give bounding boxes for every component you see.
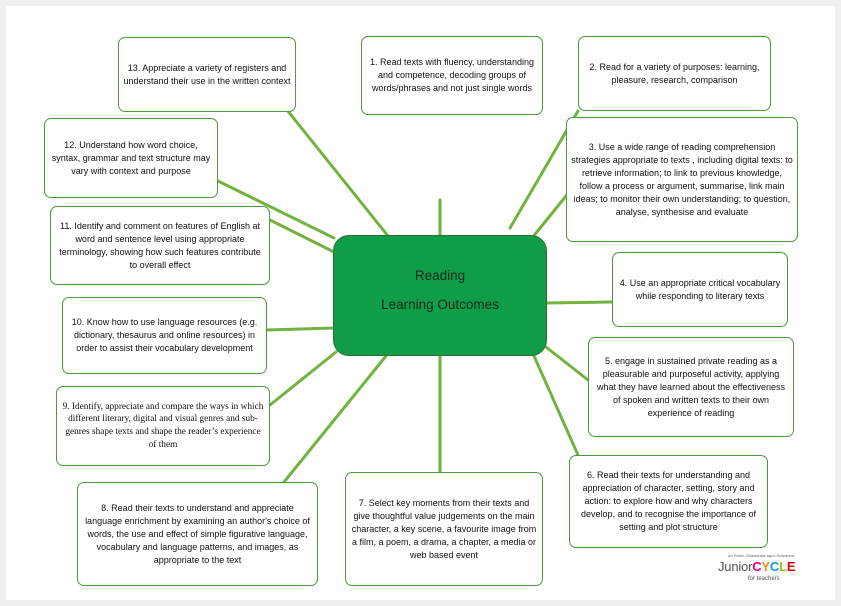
outcome-9-text: 9. Identify, appreciate and compare the … <box>62 401 264 450</box>
connector-13 <box>273 93 390 238</box>
outcome-6-text: 6. Read their texts for understanding an… <box>580 470 757 532</box>
connector-6 <box>532 354 580 457</box>
outcome-1-text: 1. Read texts with fluency, understandin… <box>370 57 534 93</box>
logo-letter-y: Y <box>761 559 770 574</box>
outcome-3-text: 3. Use a wide range of reading comprehen… <box>571 141 793 217</box>
connector-5 <box>544 345 590 382</box>
outcome-2-box: 2. Read for a variety of purposes: learn… <box>578 36 771 111</box>
outcome-7-text: 7. Select key moments from their texts a… <box>351 497 537 560</box>
outcome-9-box: 9. Identify, appreciate and compare the … <box>56 386 270 466</box>
outcome-3-box: 3. Use a wide range of reading comprehen… <box>566 117 798 242</box>
connector-9 <box>268 350 338 407</box>
connector-11 <box>268 218 336 254</box>
logo-word-junior: Junior <box>718 559 753 574</box>
outcome-2-text: 2. Read for a variety of purposes: learn… <box>589 61 760 85</box>
logo-letter-c2: C <box>769 559 780 574</box>
center-title: Reading <box>414 268 466 283</box>
logo-letter-e: E <box>786 559 796 574</box>
outcome-12-text: 12. Understand how word choice, syntax, … <box>51 139 211 176</box>
outcome-10-text: 10. Know how to use language resources (… <box>71 317 258 353</box>
outcome-7-box: 7. Select key moments from their texts a… <box>345 472 543 586</box>
connector-12 <box>216 179 336 240</box>
logo-tagline: An Roinn Oideachais agus Scileanna <box>727 553 794 558</box>
outcome-4-text: 4. Use an appropriate critical vocabular… <box>619 277 781 301</box>
center-subtitle: Learning Outcomes <box>381 297 499 312</box>
outcome-13-box: 13. Appreciate a variety of registers an… <box>118 37 296 112</box>
outcome-12-box: 12. Understand how word choice, syntax, … <box>44 118 218 198</box>
logo-letter-l: L <box>779 559 787 574</box>
outcome-4-box: 4. Use an appropriate critical vocabular… <box>612 252 788 327</box>
logo-letter-c: C <box>752 559 762 574</box>
outcome-10-box: 10. Know how to use language resources (… <box>62 297 267 374</box>
outcome-13-text: 13. Appreciate a variety of registers an… <box>123 62 291 86</box>
junior-cycle-logo: An Roinn Oideachais agus Scileanna Junio… <box>718 553 796 589</box>
connector-8 <box>282 354 388 484</box>
outcome-11-box: 11. Identify and comment on features of … <box>50 206 270 285</box>
outcome-6-box: 6. Read their texts for understanding an… <box>569 455 768 548</box>
center-node: Reading Learning Outcomes <box>333 235 547 356</box>
outcome-5-box: 5. engage in sustained private reading a… <box>588 337 794 437</box>
connector-4 <box>544 300 614 305</box>
connector-10 <box>265 326 336 332</box>
outcome-8-box: 8. Read their texts to understand and ap… <box>77 482 318 586</box>
logo-wordmark: JuniorCYCLE <box>718 559 796 574</box>
connector-3 <box>530 194 568 240</box>
outcome-5-text: 5. engage in sustained private reading a… <box>597 355 785 418</box>
outcome-11-text: 11. Identify and comment on features of … <box>59 220 261 270</box>
outcome-8-text: 8. Read their texts to understand and ap… <box>85 502 310 565</box>
logo-subtitle: for teachers <box>748 576 780 582</box>
outcome-1-box: 1. Read texts with fluency, understandin… <box>361 36 543 115</box>
